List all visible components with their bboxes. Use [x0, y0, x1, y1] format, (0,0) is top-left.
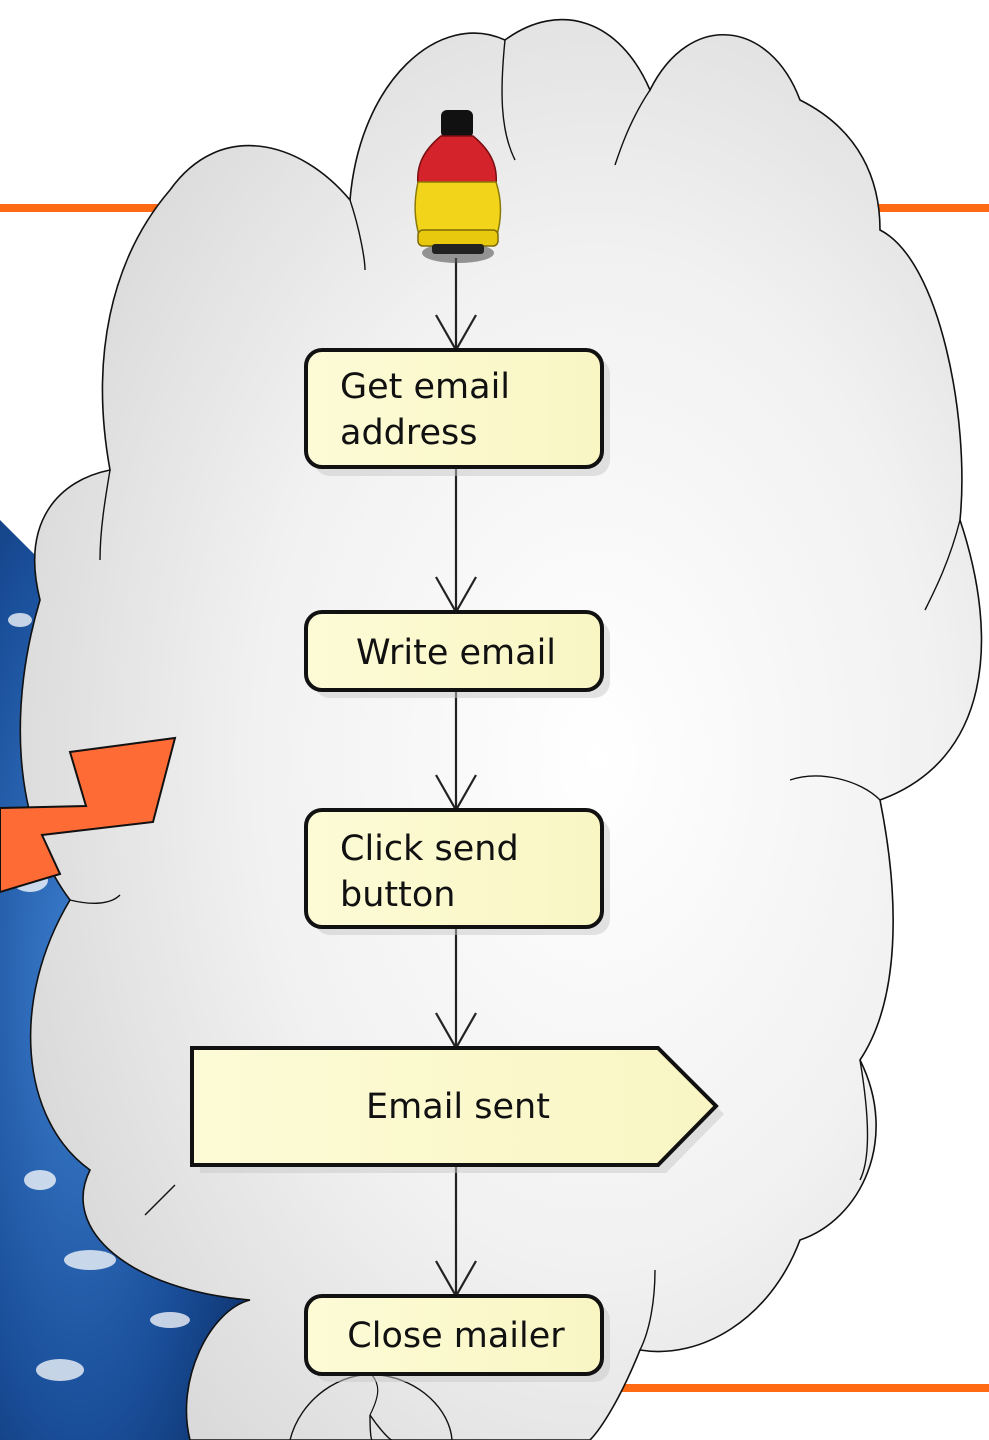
- node-label-get-email-line2: address: [340, 413, 478, 453]
- lightning-bolt-icon: [0, 736, 177, 894]
- node-click-send-button: Click send button: [304, 808, 610, 935]
- node-close-mailer: Close mailer: [304, 1294, 610, 1382]
- node-label-get-email-line1: Get email: [340, 367, 510, 407]
- node-label-write-email: Write email: [356, 633, 556, 673]
- node-get-email-address: Get email address: [304, 348, 610, 476]
- node-write-email: Write email: [304, 610, 610, 698]
- thought-cloud: [19, 18, 983, 1440]
- node-label-email-sent: Email sent: [366, 1087, 550, 1127]
- node-email-sent: Email sent: [190, 1046, 724, 1173]
- node-label-click-send-line2: button: [340, 875, 455, 915]
- node-label-click-send-line1: Click send: [340, 829, 519, 869]
- bottle-icon: [414, 110, 502, 263]
- node-label-close-mailer: Close mailer: [347, 1316, 565, 1356]
